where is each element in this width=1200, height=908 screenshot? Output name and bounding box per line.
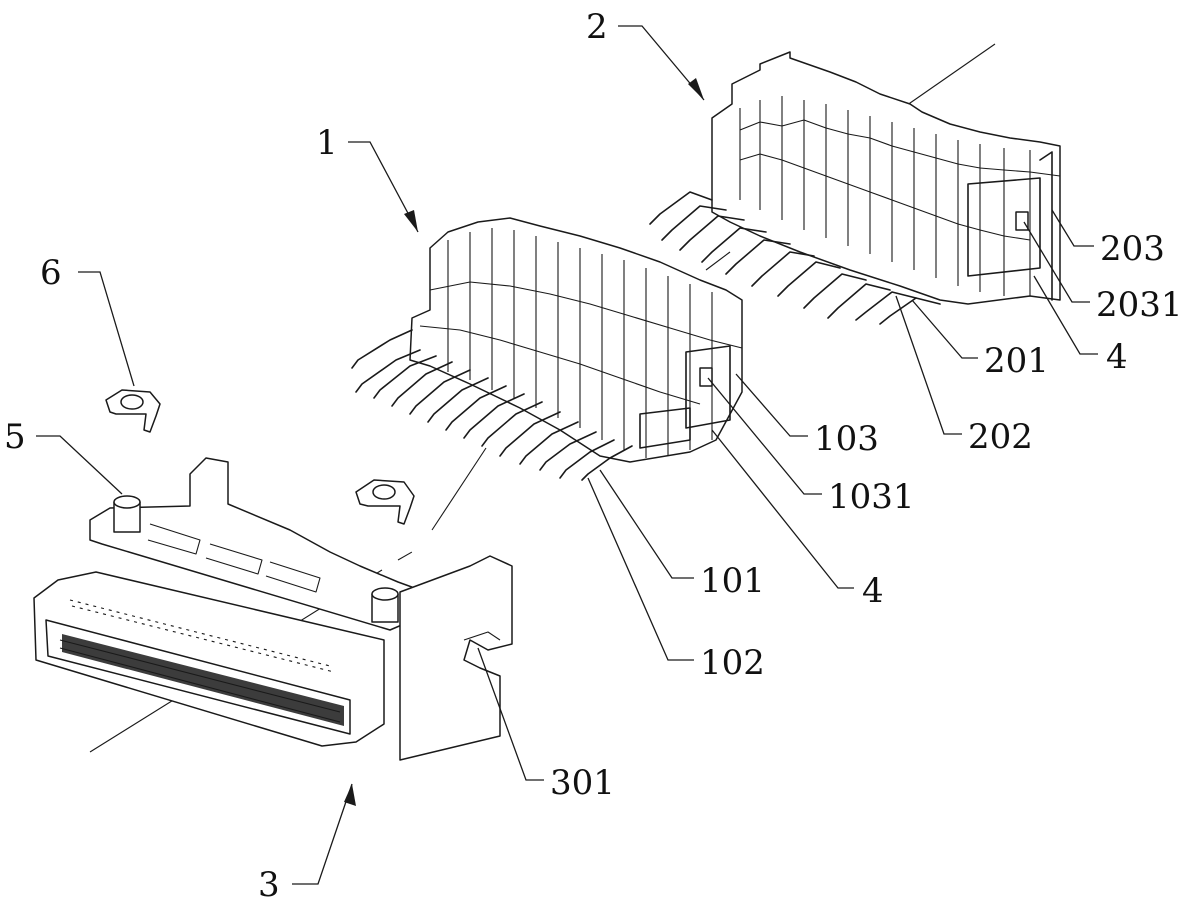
label-203: 203: [1100, 229, 1165, 269]
label-1: 1: [316, 123, 338, 163]
leader-lines: [36, 25, 1098, 885]
screw-post-5: [113, 495, 141, 533]
contact-comb: [59, 634, 344, 726]
label-103: 103: [814, 419, 879, 459]
reference-numerals: 1 2 3 4 4 5 6 101 102 103 1031 201 202 2…: [4, 7, 1183, 905]
label-301: 301: [550, 763, 615, 803]
label-6: 6: [40, 253, 62, 293]
terminal-module-1: [351, 217, 743, 481]
housing-3: [33, 457, 513, 761]
label-101: 101: [700, 561, 765, 601]
clip-6: [105, 389, 161, 433]
label-2031: 2031: [1096, 285, 1183, 325]
label-1031: 1031: [828, 477, 915, 517]
screw-post-5b: [371, 587, 399, 623]
label-202: 202: [968, 417, 1033, 457]
label-4-upper: 4: [1106, 337, 1128, 377]
terminal-module-2: [649, 51, 1061, 325]
vent-slots: [69, 599, 335, 673]
label-4-lower: 4: [862, 571, 884, 611]
label-102: 102: [700, 643, 765, 683]
label-5: 5: [4, 417, 26, 457]
clip-6b: [355, 479, 415, 525]
wafer-slices-2: [739, 96, 1061, 296]
label-3: 3: [258, 865, 280, 905]
wafer-slices-1: [419, 228, 743, 458]
label-2: 2: [586, 7, 608, 47]
pin-tails-1: [351, 329, 633, 481]
label-201: 201: [984, 341, 1049, 381]
pin-tails-2: [649, 191, 941, 325]
